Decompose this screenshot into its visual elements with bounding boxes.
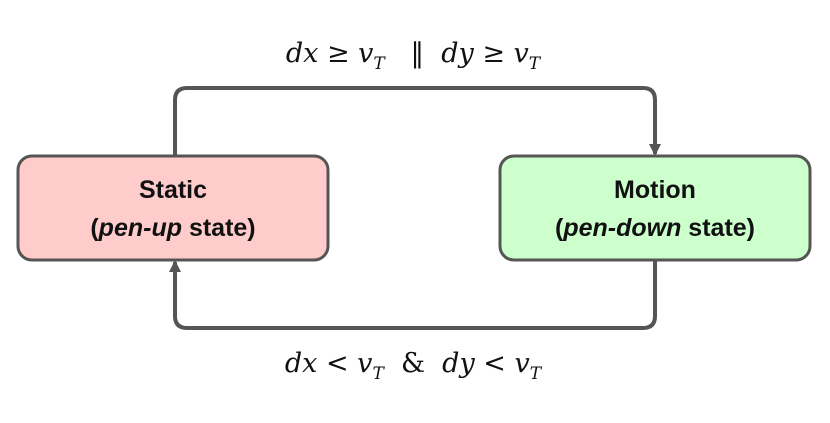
condition-to-static: dx < vT & dy < vT — [285, 348, 543, 384]
static-state-subtitle: (pen-up state) — [90, 214, 255, 242]
motion-state: Motion (pen-down state) — [498, 154, 812, 262]
motion-state-box — [498, 154, 812, 262]
transition-arrow-to-motion — [173, 86, 661, 156]
static-state-box — [16, 154, 330, 262]
motion-state-subtitle: (pen-down state) — [555, 214, 755, 242]
motion-state-title: Motion — [614, 176, 696, 204]
static-state: Static (pen-up state) — [16, 154, 330, 262]
static-state-title: Static — [139, 176, 207, 204]
transition-arrow-to-static — [169, 260, 657, 330]
motion-state-emphasis: pen-down — [562, 214, 681, 242]
condition-to-motion: dx ≥ vT ‖ dy ≥ vT — [286, 38, 542, 74]
static-state-emphasis: pen-up — [98, 214, 182, 242]
